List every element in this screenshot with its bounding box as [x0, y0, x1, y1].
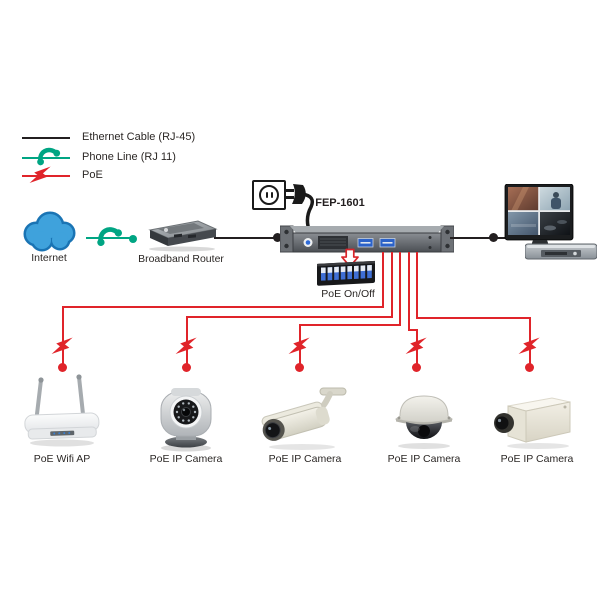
- poe-line: [416, 317, 531, 319]
- lightning-bolt-icon: [173, 331, 200, 361]
- lightning-bolt-icon: [286, 331, 313, 361]
- device-label: PoE IP Camera: [387, 453, 461, 465]
- phone-handset-icon: [37, 147, 61, 166]
- router-label: Broadband Router: [138, 253, 224, 265]
- wifi-ap-image: [24, 374, 100, 447]
- pan-tilt-camera-image: [160, 388, 212, 452]
- lightning-bolt-icon: [516, 331, 543, 361]
- phone-handset-icon: [97, 227, 123, 247]
- device-label: PoE Wifi AP: [33, 453, 91, 465]
- poe-line: [299, 324, 401, 326]
- power-outlet-icon: [252, 180, 286, 210]
- poe-line: [416, 252, 418, 319]
- connector-dot: [412, 363, 421, 372]
- cloud-icon: [23, 211, 76, 252]
- poe-line: [382, 252, 384, 308]
- ethernet-line: [450, 237, 505, 239]
- phone-link-line: [86, 237, 132, 239]
- connector-dot: [58, 363, 67, 372]
- connector-dot: [489, 233, 498, 242]
- down-arrow-icon: [341, 248, 359, 268]
- bullet-camera-image: [261, 387, 347, 450]
- device-label: PoE IP Camera: [500, 453, 574, 465]
- internet-label: Internet: [31, 252, 67, 264]
- poe-line: [186, 316, 393, 318]
- legend-ethernet-line: [22, 137, 70, 139]
- legend-phone-line: [22, 157, 70, 159]
- device-label: PoE IP Camera: [149, 453, 223, 465]
- dip-switch-label: PoE On/Off: [321, 288, 375, 300]
- poe-line: [408, 329, 418, 331]
- lightning-bolt-icon: [403, 331, 430, 361]
- ethernet-line: [214, 237, 286, 239]
- box-camera-image: [494, 397, 571, 449]
- connector-dot: [295, 363, 304, 372]
- broadband-router-image: [148, 220, 218, 252]
- surveillance-monitor-image: [504, 184, 574, 246]
- connector-dot: [273, 233, 282, 242]
- device-label: PoE IP Camera: [268, 453, 342, 465]
- legend-phone-label: Phone Line (RJ 11): [82, 151, 176, 163]
- legend-poe-label: PoE: [82, 169, 103, 181]
- power-plug-icon: [286, 184, 315, 228]
- poe-switch-image: [280, 225, 454, 253]
- poe-line: [399, 252, 401, 326]
- dvr-image: [525, 243, 597, 260]
- legend-ethernet-label: Ethernet Cable (RJ-45): [82, 131, 196, 143]
- poe-line: [62, 306, 64, 368]
- poe-line: [62, 306, 384, 308]
- lightning-bolt-icon: [49, 331, 76, 361]
- poe-line: [408, 252, 410, 331]
- connector-dot: [129, 235, 137, 243]
- connector-dot: [182, 363, 191, 372]
- switch-label: FEP-1601: [315, 197, 365, 209]
- connector-dot: [525, 363, 534, 372]
- poe-line: [391, 252, 393, 318]
- dip-switch-image: [317, 260, 375, 286]
- dome-camera-image: [394, 395, 454, 449]
